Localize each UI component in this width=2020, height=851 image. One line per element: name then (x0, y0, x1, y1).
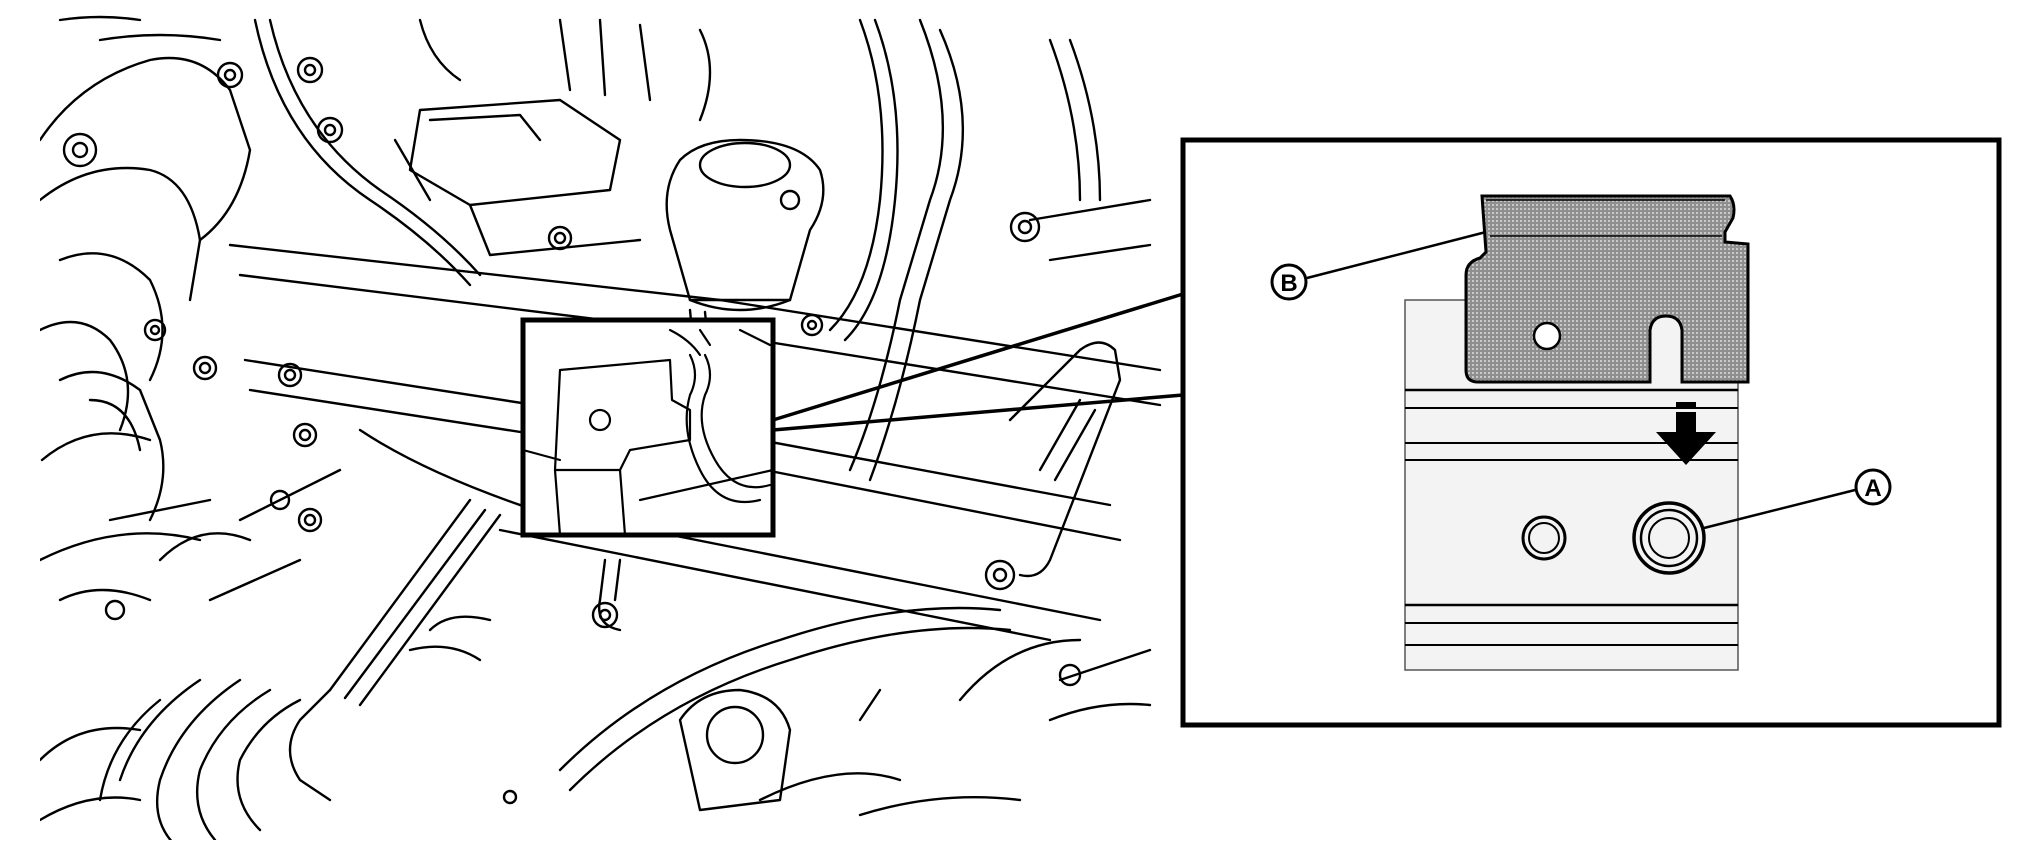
left-details (58, 370, 342, 621)
brake-reservoir (665, 138, 825, 312)
lower-components (408, 615, 1022, 817)
upper-brackets (393, 18, 712, 257)
arrow-down-icon (1656, 402, 1716, 465)
detail-inset: B A (1180, 137, 2002, 728)
zoom-leader-lines (772, 292, 1184, 432)
wiring-clip (598, 558, 622, 632)
callout-b: B (1270, 263, 1308, 301)
callout-b-label: B (1280, 270, 1297, 297)
drive-shaft (40, 498, 502, 840)
callout-leaders (1306, 230, 1856, 530)
detail-zoom-box (520, 317, 776, 538)
grommet-small (1521, 515, 1567, 561)
bracket-b-hole (1532, 321, 1562, 351)
bolts (143, 56, 1082, 687)
grommet-a (1632, 501, 1706, 575)
callout-a: A (1854, 468, 1892, 506)
right-bracket (1008, 198, 1152, 722)
undercarriage-overview (40, 15, 1162, 840)
callout-a-label: A (1864, 475, 1881, 502)
bracket-b (1464, 194, 1750, 384)
transmission-housing (40, 15, 252, 562)
